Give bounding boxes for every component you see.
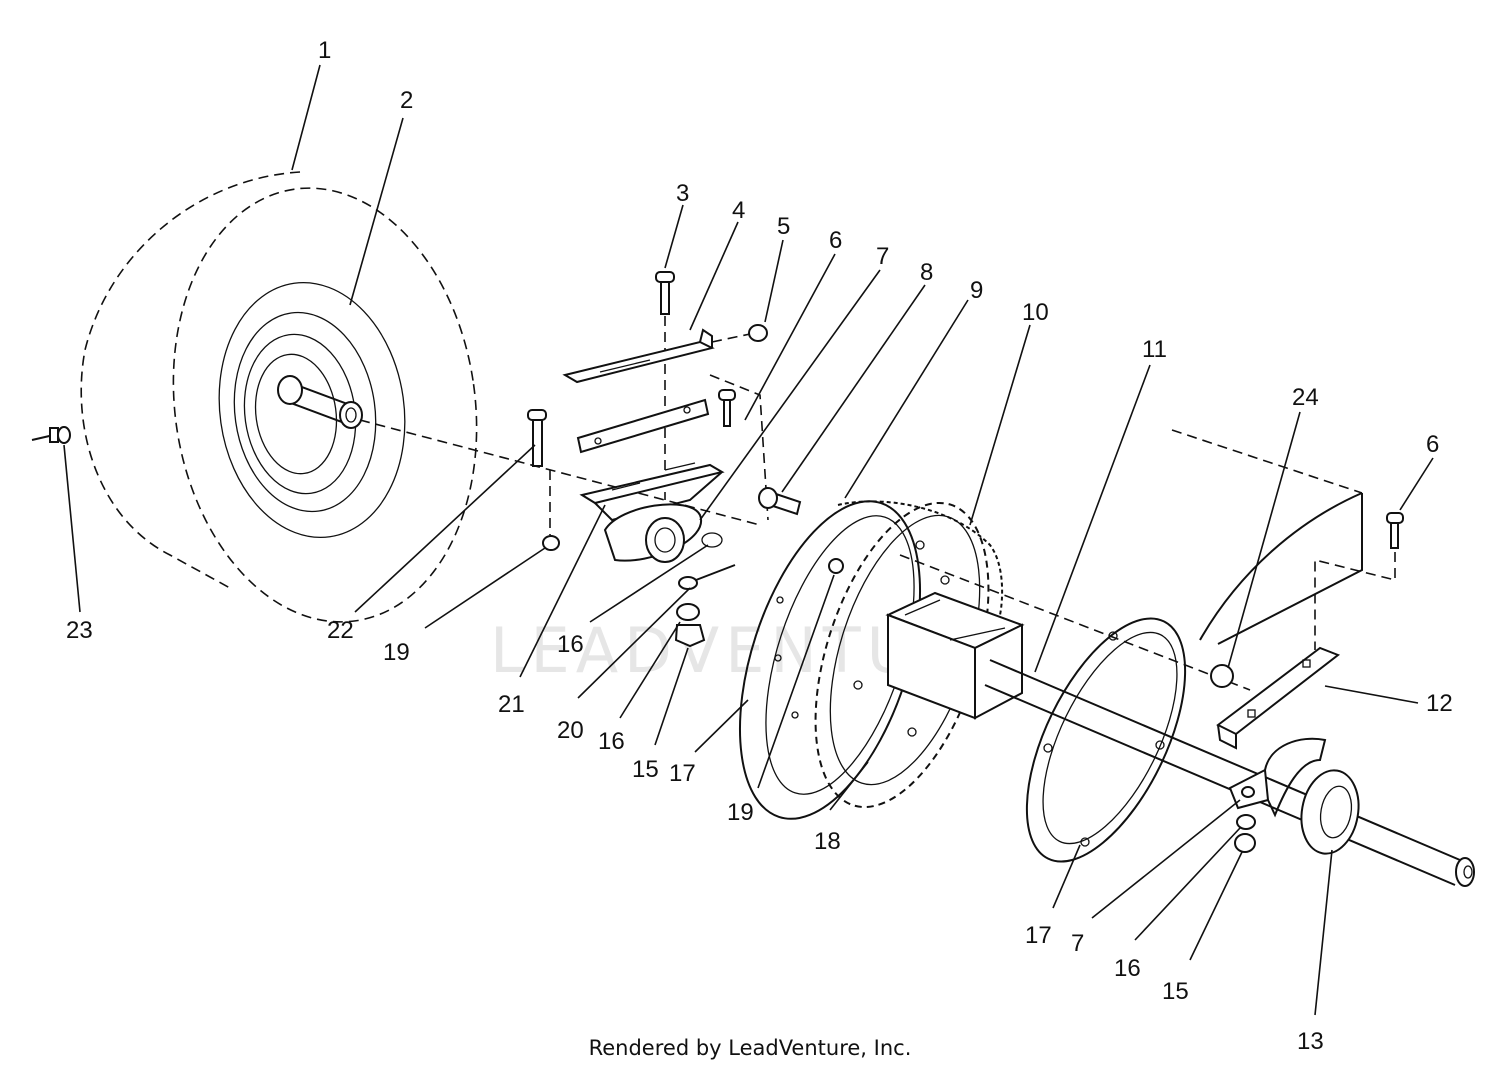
callout-15-right: 15 bbox=[1162, 978, 1189, 1005]
callout-1: 1 bbox=[318, 37, 331, 64]
callout-13: 13 bbox=[1297, 1028, 1324, 1055]
callout-20: 20 bbox=[557, 717, 584, 744]
leader-lines bbox=[63, 64, 1434, 1016]
callout-18: 18 bbox=[814, 828, 841, 855]
callout-21: 21 bbox=[498, 691, 525, 718]
callout-7-right: 7 bbox=[1071, 930, 1084, 957]
callout-10: 10 bbox=[1022, 299, 1049, 326]
axle-assembly bbox=[899, 429, 1475, 887]
footer-credit: Rendered by LeadVenture, Inc. bbox=[588, 1036, 912, 1060]
valve-screw bbox=[31, 426, 71, 444]
callout-9: 9 bbox=[970, 277, 983, 304]
callout-2: 2 bbox=[400, 87, 413, 114]
callouts: 1 2 3 4 5 6 7 8 9 10 11 24 6 23 22 19 21… bbox=[66, 37, 1453, 1055]
wheel-assembly bbox=[80, 171, 478, 623]
callout-16-lower: 16 bbox=[598, 728, 625, 755]
callout-23: 23 bbox=[66, 617, 93, 644]
callout-5: 5 bbox=[777, 213, 790, 240]
callout-16-right: 16 bbox=[1114, 955, 1141, 982]
callout-4: 4 bbox=[732, 197, 745, 224]
callout-11: 11 bbox=[1142, 336, 1167, 363]
callout-17: 17 bbox=[669, 760, 696, 787]
callout-19: 19 bbox=[383, 639, 410, 666]
bracket-assembly bbox=[527, 271, 802, 648]
callout-12: 12 bbox=[1426, 690, 1453, 717]
callout-17-right: 17 bbox=[1025, 922, 1052, 949]
callout-24: 24 bbox=[1292, 384, 1319, 411]
callout-8: 8 bbox=[920, 259, 933, 286]
callout-6-right: 6 bbox=[1426, 431, 1439, 458]
sprocket-assembly bbox=[738, 500, 1025, 820]
callout-16: 16 bbox=[557, 631, 584, 658]
callout-3: 3 bbox=[676, 180, 689, 207]
callout-15: 15 bbox=[632, 756, 659, 783]
callout-6: 6 bbox=[829, 227, 842, 254]
callout-22: 22 bbox=[327, 617, 354, 644]
callout-7: 7 bbox=[876, 243, 889, 270]
callout-19-sprocket: 19 bbox=[727, 799, 754, 826]
